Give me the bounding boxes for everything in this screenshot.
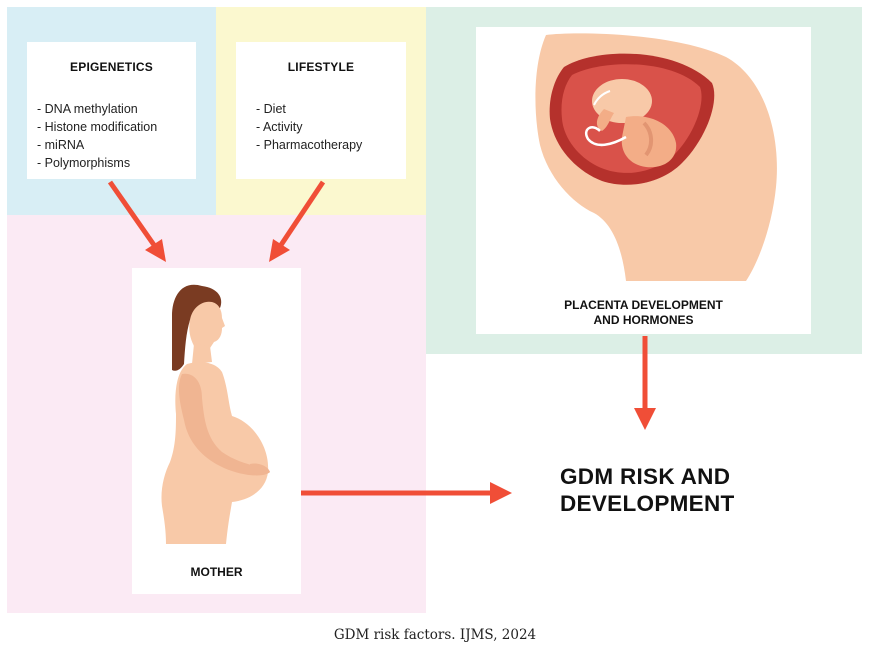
- outcome-line1: GDM RISK AND: [560, 464, 731, 489]
- lifestyle-card: LIFESTYLE - Diet - Activity - Pharmacoth…: [236, 42, 406, 179]
- placenta-card: PLACENTA DEVELOPMENT AND HORMONES: [476, 27, 811, 334]
- mother-label: MOTHER: [190, 565, 243, 579]
- epigenetics-item: - Histone modification: [37, 120, 158, 134]
- lifestyle-title: LIFESTYLE: [287, 60, 355, 74]
- placenta-label-line2: AND HORMONES: [593, 313, 694, 327]
- pregnant-woman-icon: [161, 284, 270, 544]
- epigenetics-item: - Polymorphisms: [37, 156, 131, 170]
- lifestyle-list: - Diet - Activity - Pharmacotherapy: [256, 100, 362, 154]
- outcome-line2: DEVELOPMENT: [560, 491, 735, 516]
- placenta-label-line1: PLACENTA DEVELOPMENT: [564, 298, 723, 312]
- epigenetics-item: - DNA methylation: [37, 102, 138, 116]
- epigenetics-card: EPIGENETICS - DNA methylation - Histone …: [27, 42, 196, 179]
- lifestyle-item: - Diet: [256, 102, 286, 116]
- outcome-title: GDM RISK AND DEVELOPMENT: [560, 463, 790, 517]
- lifestyle-item: - Activity: [256, 120, 303, 134]
- epigenetics-item: - miRNA: [37, 138, 85, 152]
- figure-caption: GDM risk factors. IJMS, 2024: [333, 627, 537, 643]
- lifestyle-item: - Pharmacotherapy: [256, 138, 363, 152]
- fetus-womb-icon: [535, 33, 777, 281]
- mother-card: MOTHER: [132, 268, 301, 594]
- epigenetics-title: EPIGENETICS: [70, 60, 153, 74]
- epigenetics-list: - DNA methylation - Histone modification…: [37, 100, 157, 172]
- placenta-label: PLACENTA DEVELOPMENT AND HORMONES: [476, 298, 811, 328]
